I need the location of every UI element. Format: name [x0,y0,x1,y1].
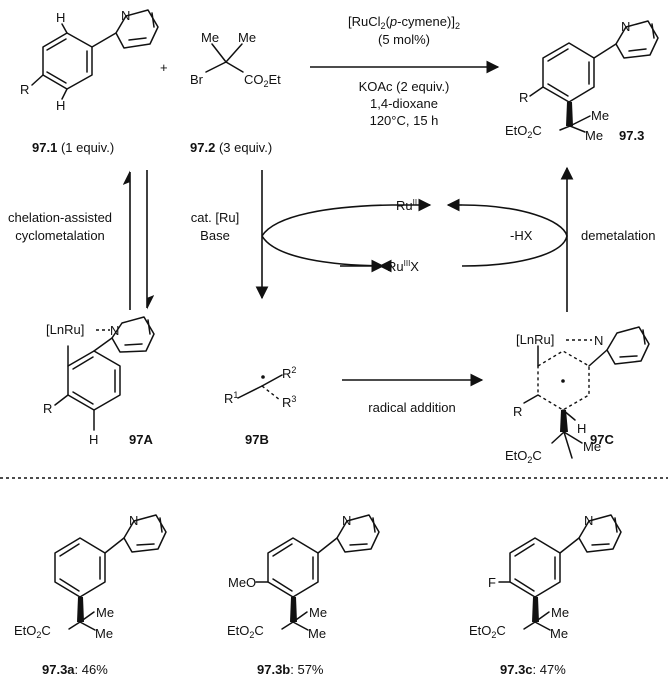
temp-time-condition: 120°C, 15 h [370,113,439,128]
svg-text:97.1 (1 equiv.): 97.1 (1 equiv.) [32,140,114,155]
compound-label: 97C [590,432,614,447]
svg-text:97.2 (3 equiv.): 97.2 (3 equiv.) [190,140,272,155]
compound-note: (3 equiv.) [219,140,272,155]
lnru-fragment: [LnRu] [46,322,84,337]
compound-97-3b: N MeO Me Me EtO2C 97.3b: 57% [227,513,380,677]
cyclometalation-label-1: chelation-assisted [8,210,112,225]
atom-Me: Me [583,439,601,454]
compound-label: 97.2 [190,140,215,155]
svg-text:EtO2C: EtO2C [505,448,542,465]
atom-Me: Me [551,605,569,620]
plus-sign: + [160,60,168,75]
svg-text:EtO2C: EtO2C [227,623,264,640]
yield: : 46% [75,662,109,677]
svg-text:97.3b: 57%: 97.3b: 57% [257,662,324,677]
compound-label: 97.1 [32,140,57,155]
atom-Me: Me [309,605,327,620]
reagent-catalyst: [RuCl2(p-cymene)]2 [348,14,460,31]
demetalation-label: demetalation [581,228,655,243]
atom-Me: Me [550,626,568,641]
compound-label: 97A [129,432,153,447]
compound-label: 97.3b [257,662,290,677]
atom-Me: Me [95,626,113,641]
svg-text:97.3a: 46%: 97.3a: 46% [42,662,108,677]
yield: : 47% [533,662,567,677]
svg-text:R3: R3 [282,394,296,410]
atom-R: R [519,90,528,105]
atom-R: R [43,401,52,416]
atom-N: N [584,513,593,528]
compound-97-1: N H H R 97.1 (1 equiv.) [20,8,159,155]
atom-Me: Me [591,108,609,123]
atom-Me: Me [96,605,114,620]
compound-label: 97.3a [42,662,75,677]
atom-N: N [110,323,119,338]
atom-Me: Me [585,128,603,143]
atom-N: N [121,8,130,23]
svg-text:EtO2C: EtO2C [469,623,506,640]
atom-Me: Me [238,30,256,45]
svg-text:EtO2C: EtO2C [505,123,542,140]
atom-N: N [594,333,603,348]
cyclometalation-label-2: cyclometalation [15,228,105,243]
atom-N: N [342,513,351,528]
compound-label: 97.3c [500,662,533,677]
wedge-bond [290,597,297,622]
compound-note: (1 equiv.) [61,140,114,155]
radical-dot [261,375,265,379]
compound-97C: [LnRu] N R H Me EtO2C 97C [505,326,650,465]
atom-N: N [129,513,138,528]
compound-97-3a: N Me Me EtO2C 97.3a: 46% [14,513,167,677]
base-condition: KOAc (2 equiv.) [359,79,450,94]
ru-cycle-top-arc [261,198,432,237]
compound-97-2: Me Me Br CO2Et 97.2 (3 equiv.) [190,30,281,155]
methoxy-group: MeO [228,575,256,590]
minus-hx-label: -HX [510,228,533,243]
ru-iii-species: RuIIIX [387,259,419,274]
compound-label: 97B [245,432,269,447]
atom-H: H [89,432,98,447]
base-label: Base [200,228,230,243]
svg-text:R1: R1 [224,390,238,406]
catalyst-label: cat. [Ru] [191,210,239,225]
wedge-bond [532,597,539,622]
radical-dot [561,379,565,383]
atom-R: R [513,404,522,419]
solvent-condition: 1,4-dioxane [370,96,438,111]
atom-H: H [56,10,65,25]
ru-ii-species: RuII [396,198,417,213]
compound-label: 97.3 [619,128,644,143]
wedge-bond [566,102,573,126]
atom-H: H [577,421,586,436]
svg-text:EtO2C: EtO2C [14,623,51,640]
catalyst-loading: (5 mol%) [378,32,430,47]
atom-R: R [20,82,29,97]
ru-cycle-bottom-arc [261,235,393,273]
atom-Me: Me [308,626,326,641]
wedge-bond [77,597,84,622]
compound-97-3c: N F Me Me EtO2C 97.3c: 47% [469,513,622,677]
atom-N: N [621,19,630,34]
compound-97B: R1 R2 R3 97B [224,365,296,447]
svg-text:CO2Et: CO2Et [244,72,281,89]
atom-Me: Me [201,30,219,45]
yield: : 57% [290,662,324,677]
compound-97-3: N R Me Me EtO2C 97.3 [505,19,659,143]
radical-addition-label: radical addition [368,400,455,415]
fluoro-group: F [488,575,496,590]
atom-Br: Br [190,72,204,87]
atom-H: H [56,98,65,113]
wedge-bond [560,410,568,432]
compound-97A: [LnRu] N R H 97A [43,316,155,447]
svg-text:97.3c: 47%: 97.3c: 47% [500,662,566,677]
svg-text:R2: R2 [282,365,296,381]
lnru-fragment: [LnRu] [516,332,554,347]
